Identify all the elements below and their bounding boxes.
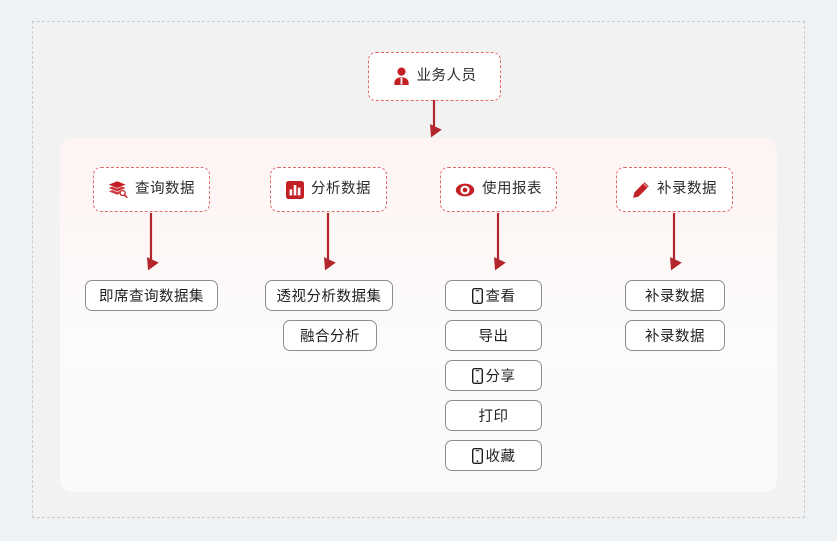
list-item[interactable]: 补录数据 xyxy=(625,280,725,311)
leaf-label: 即席查询数据集 xyxy=(99,289,204,305)
node-category-analysis-label: 分析数据 xyxy=(311,181,371,198)
node-category-query[interactable]: 查询数据 xyxy=(93,167,210,212)
list-item[interactable]: 融合分析 xyxy=(283,320,377,351)
node-root-label: 业务人员 xyxy=(416,68,477,85)
list-item[interactable]: 查看 xyxy=(445,280,542,311)
list-item[interactable]: 即席查询数据集 xyxy=(85,280,218,311)
leaf-label: 补录数据 xyxy=(645,329,705,345)
list-item[interactable]: 打印 xyxy=(445,400,542,431)
leaf-label: 分享 xyxy=(485,369,516,385)
pencil-icon xyxy=(632,181,650,199)
node-category-fillin[interactable]: 补录数据 xyxy=(616,167,733,212)
leaf-label: 融合分析 xyxy=(300,329,360,345)
list-item[interactable]: 收藏 xyxy=(445,440,542,471)
leaf-label: 收藏 xyxy=(485,449,516,465)
bar-chart-icon xyxy=(286,180,304,199)
eye-icon xyxy=(455,182,475,198)
leaf-label: 透视分析数据集 xyxy=(276,289,382,305)
mobile-icon xyxy=(471,367,483,384)
leaf-label: 导出 xyxy=(478,329,509,345)
list-item[interactable]: 分享 xyxy=(445,360,542,391)
node-category-report[interactable]: 使用报表 xyxy=(440,167,557,212)
mobile-icon xyxy=(471,447,483,464)
node-category-analysis[interactable]: 分析数据 xyxy=(270,167,387,212)
node-root[interactable]: 业务人员 xyxy=(368,52,501,101)
leaf-label: 打印 xyxy=(478,409,509,425)
node-category-fillin-label: 补录数据 xyxy=(657,181,717,198)
list-item[interactable]: 导出 xyxy=(445,320,542,351)
leaf-label: 查看 xyxy=(485,289,516,305)
list-item[interactable]: 补录数据 xyxy=(625,320,725,351)
node-category-query-label: 查询数据 xyxy=(135,181,195,198)
list-item[interactable]: 透视分析数据集 xyxy=(265,280,393,311)
mobile-icon xyxy=(471,287,483,304)
leaf-label: 补录数据 xyxy=(645,289,705,305)
user-icon xyxy=(393,67,410,86)
layers-search-icon xyxy=(108,180,128,199)
node-category-report-label: 使用报表 xyxy=(482,181,542,198)
